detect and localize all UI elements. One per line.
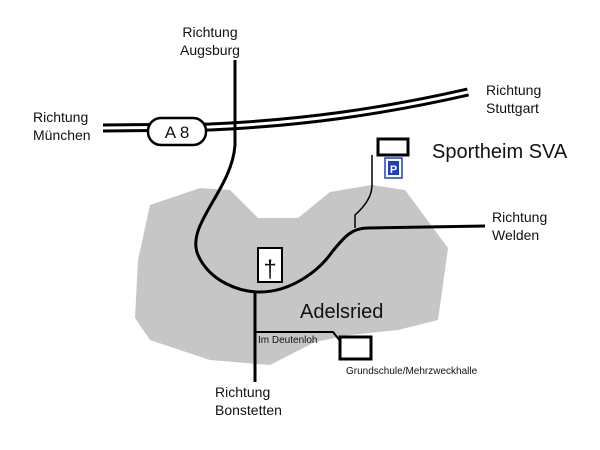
label-town: Adelsried [300, 301, 383, 323]
label-stuttgart-line1: Richtung [486, 82, 541, 98]
sportheim-building-icon [376, 137, 410, 157]
label-street: Im Deutenloh [258, 335, 317, 346]
label-school: Grundschule/Mehrzweckhalle [346, 366, 478, 377]
road-im-deutenloh [255, 331, 342, 343]
label-bonstetten-line2: Bonstetten [215, 402, 282, 418]
town-area [135, 185, 448, 365]
motorway-sign-icon: A 8 [146, 116, 208, 147]
school-building-icon [338, 335, 373, 361]
parking-label: P [390, 164, 397, 176]
label-sportheim: Sportheim SVA [432, 141, 568, 163]
motorway-a8 [102, 87, 469, 133]
church-icon: † [257, 247, 283, 283]
road-augsburg-welden [194, 60, 486, 294]
church-symbol: † [263, 256, 276, 283]
label-muenchen-line2: München [33, 127, 91, 143]
parking-icon: P [384, 157, 403, 179]
path-to-sportheim [354, 155, 373, 228]
label-augsburg-line2: Augsburg [180, 42, 240, 58]
label-stuttgart-line2: Stuttgart [486, 100, 539, 116]
label-bonstetten-line1: Richtung [215, 384, 270, 400]
motorway-sign-label: A 8 [165, 123, 190, 142]
label-muenchen-line1: Richtung [33, 109, 88, 125]
label-augsburg-line1: Richtung [182, 24, 237, 40]
label-welden-line1: Richtung [492, 209, 547, 225]
label-welden-line2: Welden [492, 227, 539, 243]
